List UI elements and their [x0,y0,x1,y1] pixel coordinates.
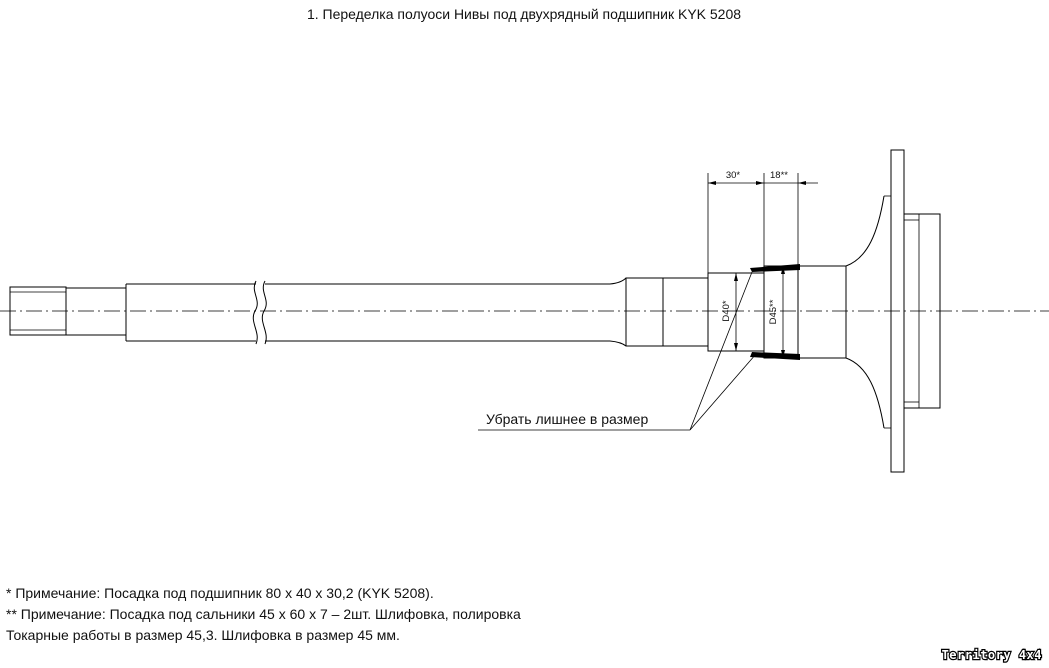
length-dimensions: 30* 18** [707,170,818,273]
diameter-dimensions: D40* D45** [721,266,785,358]
callout-leader [478,271,757,431]
flange-hub [798,195,891,429]
dim-diameter-bearing: D40* [721,300,732,321]
note-seal: ** Примечание: Посадка под сальники 45 х… [6,606,521,622]
dim-length-bearing: 30* [726,170,741,181]
splined-end [9,286,67,336]
note-bearing: * Примечание: Посадка под подшипник 80 х… [6,585,434,601]
material-removal-bottom [750,352,800,360]
dim-length-seal: 18** [770,170,788,181]
main-shaft [125,277,627,347]
page-title: 1. Переделка полуоси Нивы под двухрядный… [307,6,741,22]
shaft-step [625,277,709,347]
break-marks [252,280,267,345]
material-removal-top [750,264,800,272]
pilot-boss [903,213,941,409]
note-machining: Токарные работы в размер 45,3. Шлифовка … [6,627,400,643]
watermark-logo: Territory 4x4 [942,648,1042,662]
dim-diameter-seal: D45** [768,299,779,324]
shaft-neck [66,287,126,336]
callout-text: Убрать лишнее в размер [486,411,648,427]
seal-seat [750,264,800,360]
